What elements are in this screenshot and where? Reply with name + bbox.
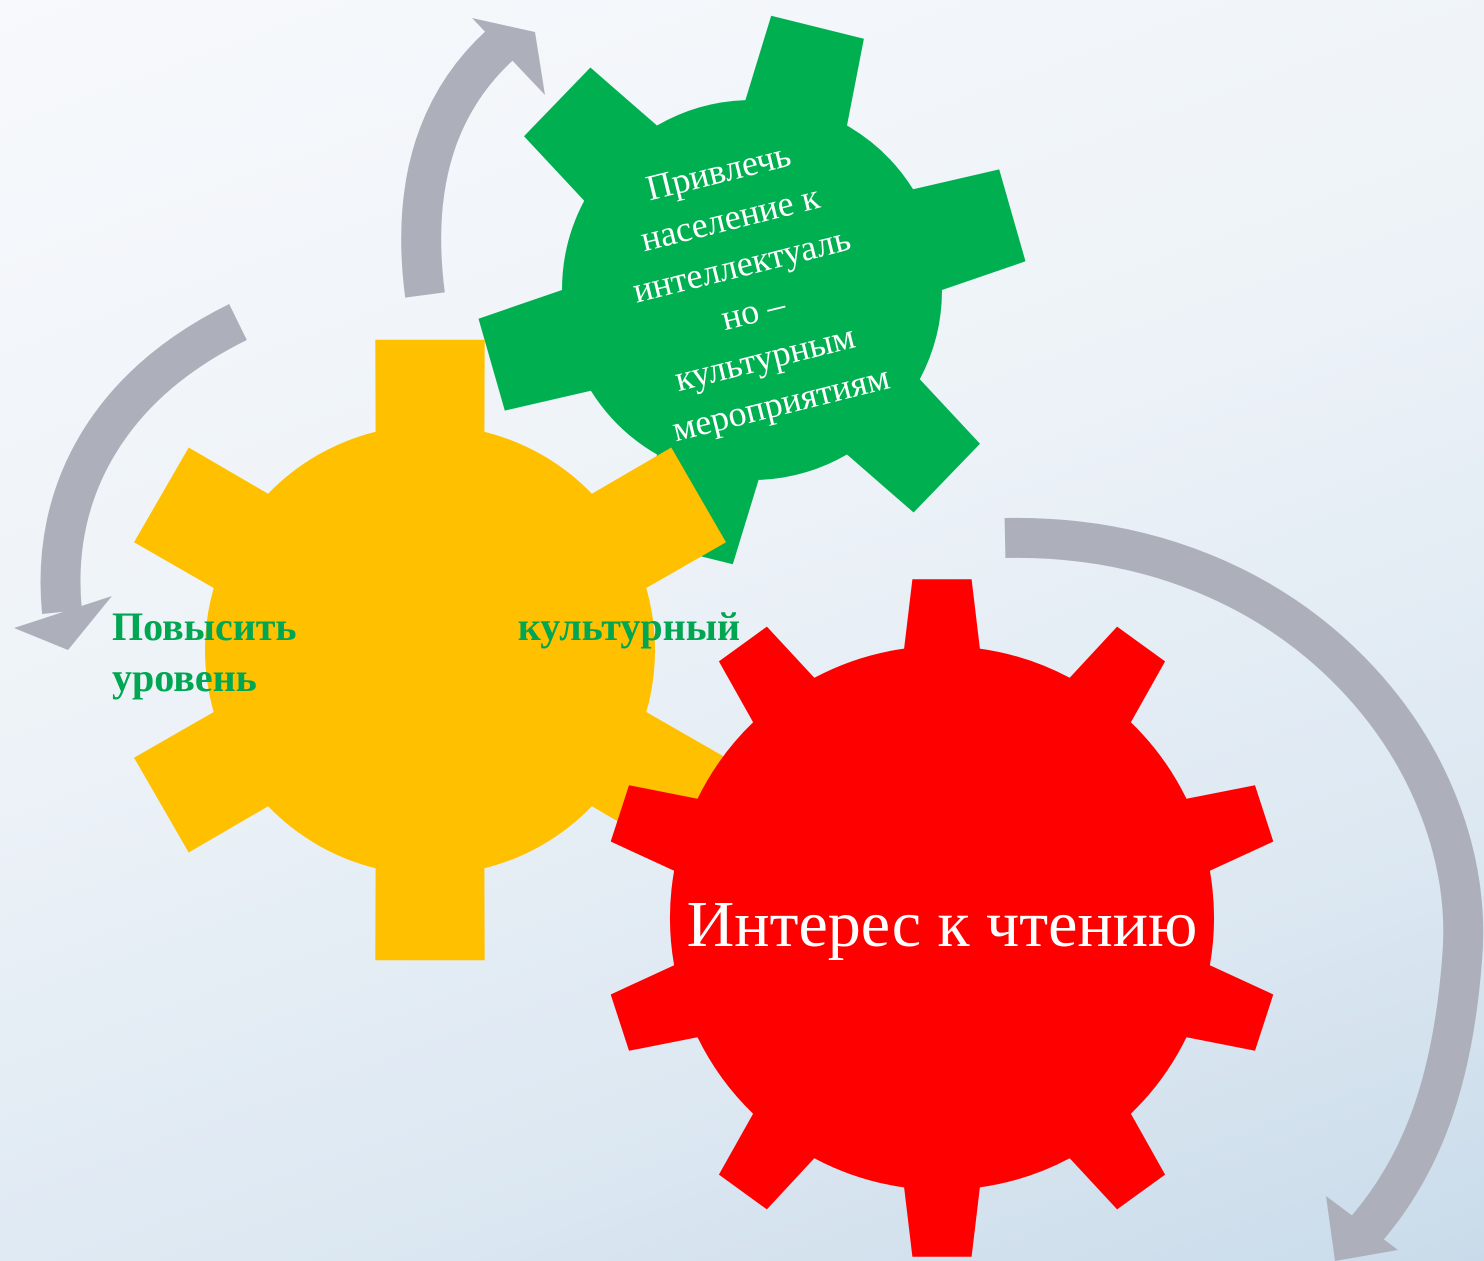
gear-yellow-shape	[134, 339, 726, 961]
gear-red-shape	[610, 579, 1274, 1257]
gear-yellow-label-line1-right: культурный	[518, 604, 740, 649]
arrow-top-head	[472, 18, 545, 95]
gear-red: Интерес к чтению	[610, 579, 1274, 1257]
gear-green-shape	[478, 15, 1026, 565]
arrow-left-arc	[40, 304, 247, 614]
arrow-left-head	[14, 596, 112, 650]
cycle-arrows	[14, 18, 1484, 1261]
gear-green: Привлечь население к интеллектуаль но – …	[478, 15, 1026, 565]
arrow-right-arc	[1004, 517, 1484, 1246]
gear-yellow: Повысить культурный уровень	[112, 339, 740, 961]
gear-yellow-label-line2: уровень	[112, 655, 257, 700]
gear-yellow-label-line1-left: Повысить	[112, 604, 297, 649]
arrow-right-head	[1326, 1196, 1398, 1261]
gear-red-label: Интерес к чтению	[687, 888, 1198, 961]
arrow-top-arc	[401, 30, 514, 298]
